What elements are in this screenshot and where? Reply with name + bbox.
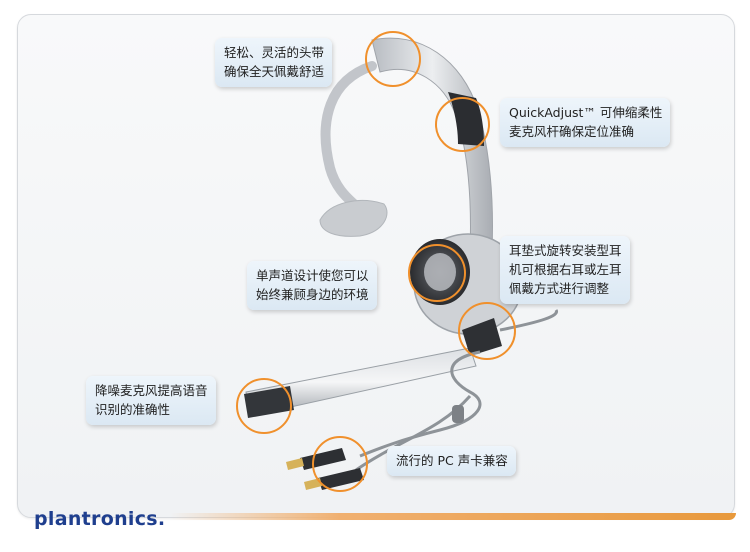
- highlight-ring-quickadjust: [435, 97, 490, 152]
- callout-quickadjust-line2: 麦克风杆确保定位准确: [509, 124, 635, 139]
- cable-splitter: [452, 405, 464, 423]
- callout-plugs: 流行的 PC 声卡兼容: [387, 446, 516, 476]
- callout-mic-line2: 识别的准确性: [95, 402, 171, 417]
- bottom-accent-bar: [170, 513, 736, 520]
- highlight-ring-earpad: [408, 244, 466, 302]
- callout-headband-line2: 确保全天佩戴舒适: [224, 64, 325, 79]
- callout-earpad-line3: 佩戴方式进行调整: [509, 281, 610, 296]
- callout-earpad-line2: 机可根据右耳或左耳: [509, 262, 622, 277]
- stabilizer-arm: [320, 61, 377, 211]
- callout-quickadjust: QuickAdjust™ 可伸缩柔性 麦克风杆确保定位准确: [500, 98, 671, 147]
- callout-headband: 轻松、灵活的头带 确保全天佩戴舒适: [215, 38, 333, 87]
- highlight-ring-mic: [236, 378, 292, 434]
- callout-mic: 降噪麦克风提高语音 识别的准确性: [86, 376, 216, 425]
- highlight-ring-headband: [365, 31, 421, 87]
- callout-mono-line1: 单声道设计使您可以: [256, 268, 369, 283]
- highlight-ring-pivot: [458, 302, 516, 360]
- callout-quickadjust-line1: QuickAdjust™ 可伸缩柔性: [509, 105, 663, 120]
- callout-earpad-line1: 耳垫式旋转安装型耳: [509, 243, 622, 258]
- callout-plugs-line1: 流行的 PC 声卡兼容: [396, 453, 508, 468]
- callout-mic-line1: 降噪麦克风提高语音: [95, 383, 208, 398]
- callout-mono-line2: 始终兼顾身边的环境: [256, 287, 369, 302]
- highlight-ring-plugs: [312, 436, 368, 492]
- callout-headband-line1: 轻松、灵活的头带: [224, 45, 325, 60]
- stabilizer-pad: [319, 200, 388, 237]
- plantronics-logo: plantronics.: [34, 508, 166, 530]
- main-cable: [359, 350, 482, 458]
- callout-mono: 单声道设计使您可以 始终兼顾身边的环境: [247, 261, 377, 310]
- callout-earpad: 耳垫式旋转安装型耳 机可根据右耳或左耳 佩戴方式进行调整: [500, 236, 630, 304]
